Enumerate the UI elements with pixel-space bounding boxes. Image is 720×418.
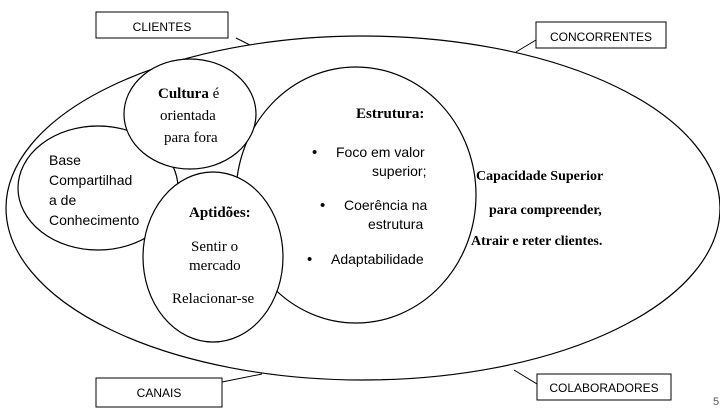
- aptidoes-line2: mercado: [189, 258, 241, 274]
- connector-concorrentes: [515, 39, 537, 53]
- aptidoes-line3: Relacionar-se: [172, 291, 255, 307]
- cultura-title: Cultura: [158, 86, 209, 102]
- capacidade-line3: Atrair e reter clientes.: [471, 234, 603, 249]
- colaboradores-label: COLABORADORES: [549, 381, 659, 395]
- aptidoes-line1: Sentir o: [191, 239, 239, 255]
- estrutura-bullet2: Coerência na: [320, 197, 427, 215]
- page-number: 5: [713, 396, 720, 408]
- cultura-circle: [123, 58, 257, 170]
- colaboradores-box: [536, 373, 672, 401]
- capacidade-line2: para compreender,: [489, 203, 602, 218]
- base-line3: a de: [49, 192, 77, 208]
- aptidoes-circle: [142, 171, 284, 343]
- capacidade-line1: Capacidade Superior: [476, 169, 604, 184]
- concorrentes-label: CONCORRENTES: [549, 30, 652, 44]
- connector-canais: [221, 373, 263, 383]
- estrutura-title: Estrutura:: [356, 106, 425, 122]
- concorrentes-box: [535, 21, 667, 49]
- clientes-box: [95, 11, 229, 39]
- cultura-line3: para fora: [164, 130, 218, 146]
- estrutura-bullet2-cont: estrutura: [368, 216, 424, 232]
- estrutura-bullet1: Foco em valor: [312, 144, 425, 162]
- aptidoes-title: Aptidões:: [189, 205, 251, 221]
- estrutura-bullet1-cont: superior;: [372, 163, 427, 179]
- clientes-label: CLIENTES: [132, 20, 192, 34]
- canais-box: [95, 377, 223, 408]
- base-line2: Compartilhad: [49, 172, 133, 188]
- base-line4: Conhecimento: [49, 212, 140, 228]
- connector-colaboradores: [513, 369, 538, 385]
- cultura-line2: orientada: [160, 108, 216, 124]
- canais-label: CANAIS: [136, 386, 182, 400]
- base-line1: Base: [49, 152, 81, 168]
- cultura-rest: é: [208, 86, 220, 102]
- cultura-line1: Cultura é: [158, 85, 219, 103]
- estrutura-bullet3: Adaptabilidade: [307, 251, 424, 269]
